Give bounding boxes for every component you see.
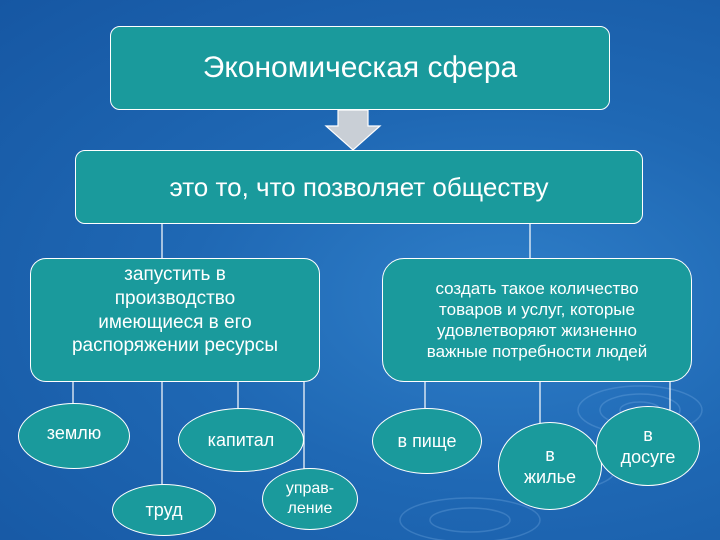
right-branch-text: создать такое количество товаров и услуг… [426,278,648,362]
definition-text: это то, что позволяет обществу [169,171,549,202]
item-kapital: капитал [178,408,304,472]
title-text: Экономическая сфера [202,51,518,85]
item-trud: труд [112,484,216,536]
item-v-dosuge-label: в досуге [620,424,676,468]
left-branch-box: запустить в производство имеющиеся в его… [30,258,320,382]
item-upravlenie: управ- ление [262,468,358,530]
item-trud-label: труд [145,499,183,520]
item-v-pische: в пище [372,408,482,474]
item-zemlyu-label: землю [46,423,102,443]
item-kapital-label: капитал [207,429,275,450]
item-v-zhilie-label: в жилье [524,444,576,488]
item-v-dosuge: в досуге [596,406,700,486]
left-branch-text: запустить в производство имеющиеся в его… [71,264,279,357]
item-zemlyu: землю [18,403,130,469]
title-box: Экономическая сфера [110,26,610,110]
down-arrow [324,109,382,151]
definition-box: это то, что позволяет обществу [75,150,643,224]
right-branch-box: создать такое количество товаров и услуг… [382,258,692,382]
item-v-pische-label: в пище [397,430,457,451]
item-upravlenie-label: управ- ление [285,480,335,517]
item-v-zhilie: в жилье [498,422,602,510]
